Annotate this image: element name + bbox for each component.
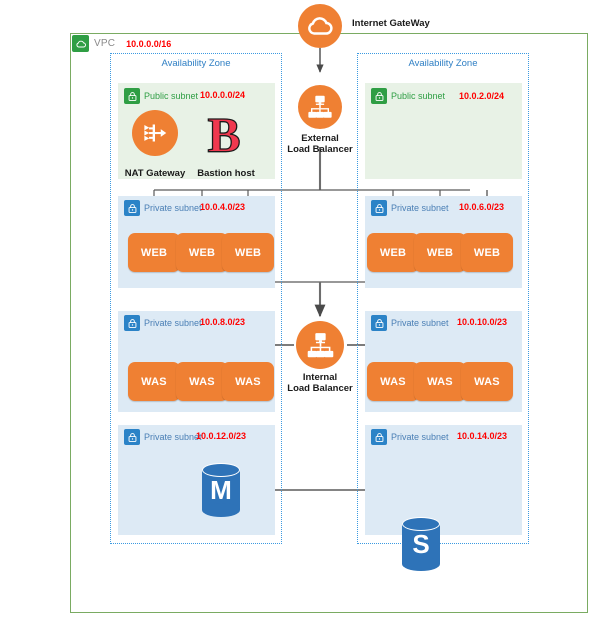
external-load-balancer-label: External Load Balancer <box>270 133 370 155</box>
availability-zone-right-label: Availability Zone <box>408 58 478 69</box>
subnet-public-left-header: Public subnet <box>124 88 198 104</box>
subnet-public-right-cidr: 10.0.2.0/24 <box>459 91 505 101</box>
subnet-private-right-was-header: Private subnet <box>371 315 449 331</box>
subnet-private-left-db <box>118 425 275 535</box>
availability-zone-left <box>110 53 282 544</box>
db-bottom <box>202 503 240 517</box>
database-master-label: M <box>210 474 232 505</box>
subnet-private-right-db-header: Private subnet <box>371 429 449 445</box>
web-instance[interactable]: WEB <box>414 233 466 272</box>
database-standby-icon[interactable]: S <box>402 517 440 571</box>
green-lock-icon <box>124 88 140 104</box>
blue-lock-icon <box>124 429 140 445</box>
blue-lock-icon <box>371 315 387 331</box>
subnet-private-right-was-name: Private subnet <box>391 318 449 328</box>
db-top <box>402 517 440 531</box>
nat-gateway-icon[interactable] <box>132 110 178 156</box>
was-instance[interactable]: WAS <box>222 362 274 401</box>
subnet-private-left-web-name: Private subnet <box>144 203 202 213</box>
web-instance[interactable]: WEB <box>176 233 228 272</box>
subnet-public-right-name: Public subnet <box>391 91 446 101</box>
vpc-cidr: 10.0.0.0/16 <box>126 38 172 49</box>
subnet-public-left-cidr: 10.0.0.0/24 <box>200 90 246 100</box>
web-instance[interactable]: WEB <box>461 233 513 272</box>
web-instance[interactable]: WEB <box>128 233 180 272</box>
subnet-private-right-was-cidr: 10.0.10.0/23 <box>457 317 508 327</box>
subnet-private-right-db-name: Private subnet <box>391 432 449 442</box>
vpc-cloud-icon <box>72 35 89 52</box>
bastion-host-label: Bastion host <box>197 168 255 179</box>
subnet-private-left-was-header: Private subnet <box>124 315 202 331</box>
availability-zone-right <box>357 53 529 544</box>
was-instance[interactable]: WAS <box>461 362 513 401</box>
subnet-private-left-db-name: Private subnet <box>144 432 202 442</box>
availability-zone-left-label: Availability Zone <box>161 58 231 69</box>
green-lock-icon <box>371 88 387 104</box>
database-master-icon[interactable]: M <box>202 463 240 517</box>
subnet-private-left-db-cidr: 10.0.12.0/23 <box>196 431 247 441</box>
subnet-private-right-db-cidr: 10.0.14.0/23 <box>457 431 508 441</box>
external-load-balancer-label-line2: Load Balancer <box>287 144 353 155</box>
internal-load-balancer-label: Internal Load Balancer <box>270 372 370 394</box>
subnet-public-left-name: Public subnet <box>144 91 199 101</box>
db-bottom <box>402 557 440 571</box>
subnet-private-right-web-header: Private subnet <box>371 200 449 216</box>
vpc-label-group: VPC 10.0.0.0/16 <box>72 35 171 52</box>
web-instance[interactable]: WEB <box>222 233 274 272</box>
was-instance[interactable]: WAS <box>128 362 180 401</box>
db-top <box>202 463 240 477</box>
bastion-b-icon[interactable]: B <box>198 108 250 160</box>
subnet-private-left-web-cidr: 10.0.4.0/23 <box>200 202 246 212</box>
blue-lock-icon <box>371 200 387 216</box>
blue-lock-icon <box>124 315 140 331</box>
was-instance[interactable]: WAS <box>367 362 419 401</box>
svg-text:B: B <box>207 108 240 160</box>
internet-gateway-icon[interactable] <box>298 4 342 48</box>
internet-gateway-label: Internet GateWay <box>352 18 430 29</box>
subnet-private-right-db <box>365 425 522 535</box>
subnet-private-left-web-header: Private subnet <box>124 200 202 216</box>
vpc-label: VPC <box>94 38 116 49</box>
subnet-private-right-web-cidr: 10.0.6.0/23 <box>459 202 505 212</box>
web-instance[interactable]: WEB <box>367 233 419 272</box>
subnet-public-right <box>365 83 522 179</box>
internal-load-balancer-icon[interactable] <box>296 321 344 369</box>
blue-lock-icon <box>371 429 387 445</box>
external-load-balancer-icon[interactable] <box>298 85 342 129</box>
nat-gateway-label: NAT Gateway <box>124 168 186 179</box>
internal-load-balancer-label-line1: Internal <box>302 372 338 383</box>
internal-load-balancer-label-line2: Load Balancer <box>287 383 353 394</box>
subnet-private-right-web-name: Private subnet <box>391 203 449 213</box>
database-standby-label: S <box>412 528 430 559</box>
blue-lock-icon <box>124 200 140 216</box>
subnet-private-left-was-name: Private subnet <box>144 318 202 328</box>
subnet-private-left-was-cidr: 10.0.8.0/23 <box>200 317 246 327</box>
subnet-private-left-db-header: Private subnet <box>124 429 202 445</box>
was-instance[interactable]: WAS <box>414 362 466 401</box>
external-load-balancer-label-line1: External <box>301 133 339 144</box>
subnet-public-right-header: Public subnet <box>371 88 445 104</box>
was-instance[interactable]: WAS <box>176 362 228 401</box>
